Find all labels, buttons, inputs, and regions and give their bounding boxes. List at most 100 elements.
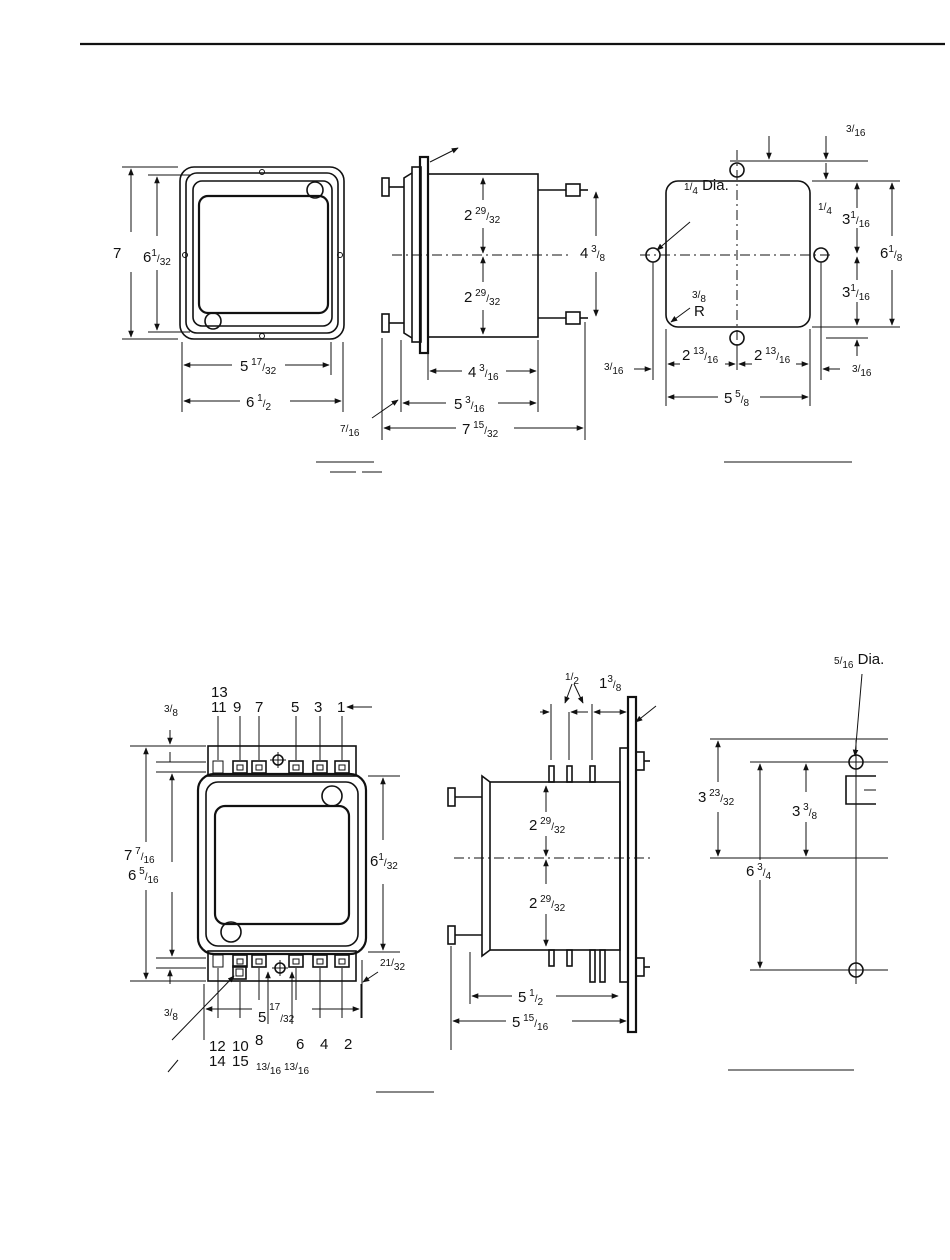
meter-window — [197, 194, 330, 315]
dim-label: 5 3/16 — [454, 395, 485, 415]
dim-label: 2 29/32 — [464, 288, 501, 308]
terminal-number: 13 — [211, 684, 228, 701]
dim-label: 5/16 Dia. — [834, 651, 884, 671]
adjust-knob — [447, 925, 456, 945]
dim-label: 1/4 — [818, 202, 832, 217]
dim-label: 3/16 — [846, 124, 866, 139]
lower-front-view: 13 11 9 7 5 3 1 12 10 8 6 4 — [124, 684, 434, 1093]
dim-label: 1/2 — [565, 672, 579, 687]
dim-label: 3/8 — [692, 290, 706, 305]
terminal-board — [619, 747, 629, 983]
terminal-number: 15 — [232, 1053, 249, 1070]
terminal-pin — [566, 949, 573, 967]
terminal-pin — [566, 765, 573, 783]
dim-label: 61/32 — [370, 852, 398, 872]
terminal-number: 11 — [211, 699, 227, 716]
dim-label: 2 13/16 — [754, 346, 791, 366]
terminal-pin — [599, 949, 606, 983]
terminal-number: 12 — [209, 1038, 226, 1055]
terminal-row-top — [212, 716, 350, 774]
dim-label: 7 15/32 — [462, 420, 499, 440]
terminal-stud — [565, 311, 581, 325]
dim-label: 1/4 Dia. — [684, 177, 729, 197]
terminal-number: 14 — [209, 1053, 226, 1070]
dim-label: 5 1/2 — [518, 988, 543, 1008]
dim-label: 2 29/32 — [529, 894, 566, 914]
dim-label: 5 15/16 — [512, 1013, 549, 1033]
terminal-number: 1 — [337, 699, 345, 716]
dim-label: 5 17/32 — [240, 357, 277, 377]
dim-label: 3/8 — [164, 704, 178, 719]
terminal-pin — [589, 765, 596, 783]
upper-cutout-view: 3/16 1/4 Dia. 1/4 31/16 31/16 61/8 3/8 R… — [604, 124, 903, 463]
upper-front-view: 7 61/32 5 17/32 6 1/2 — [113, 166, 382, 473]
terminal-strip-bottom — [207, 950, 357, 982]
dim-label: 21/32 — [380, 958, 405, 973]
glass-front — [481, 774, 491, 958]
dim-label: 3/16 — [852, 364, 872, 379]
mounting-screw-icon — [204, 312, 222, 330]
stud-icon — [259, 169, 265, 175]
terminal-number: 4 — [320, 1036, 328, 1053]
dim-label: 13/8 — [599, 674, 622, 694]
meter-bezel-inner — [205, 781, 359, 947]
terminal-number: 3 — [314, 699, 322, 716]
dim-label: 3/16 — [604, 362, 624, 377]
dim-label: 4 3/8 — [580, 244, 605, 264]
terminal-pin — [548, 765, 555, 783]
dim-label: 31/16 — [842, 210, 870, 230]
mounting-screw-icon — [220, 921, 242, 943]
dim-label: 5 17/32 — [258, 1002, 295, 1026]
adjust-knob — [447, 787, 456, 807]
dim-label: R — [694, 303, 705, 320]
terminal-stud — [565, 183, 581, 197]
stud-icon — [182, 252, 188, 258]
adjust-knob — [381, 177, 390, 197]
dim-label: 61/32 — [143, 248, 171, 268]
terminal-number: 10 — [232, 1038, 249, 1055]
dim-label: 3/8 — [164, 1008, 178, 1023]
terminal-number: 7 — [255, 699, 263, 716]
terminal-number: 5 — [291, 699, 299, 716]
dim-label: 13/16 — [284, 1062, 309, 1077]
bracket-outline — [845, 775, 876, 805]
dim-label: 3 3/8 — [792, 802, 817, 822]
dim-label: 6 1/2 — [246, 393, 271, 413]
mounting-screw-icon — [306, 181, 324, 199]
terminal-pin — [548, 949, 555, 967]
terminal-strip-top — [207, 745, 357, 777]
dim-label: 7/16 — [340, 424, 360, 439]
panel-cutout — [665, 180, 811, 328]
stud-icon — [259, 333, 265, 339]
mounting-panel — [626, 695, 638, 1034]
terminal-pin — [589, 949, 596, 983]
terminal-number: 2 — [344, 1036, 352, 1053]
dim-label: 6 5/16 — [128, 866, 159, 886]
dim-label: 6 3/4 — [746, 862, 771, 882]
mounting-hole-icon — [848, 754, 864, 770]
leader-line — [635, 705, 657, 723]
lower-side-view: 1/2 13/8 2 29/32 2 29/32 5 1/2 5 15/16 — [447, 672, 657, 1050]
dim-label: 7 — [113, 245, 121, 262]
dim-label: 2 29/32 — [529, 816, 566, 836]
terminal-number: 6 — [296, 1036, 304, 1053]
upper-side-view: 2 29/32 2 29/32 4 3/8 4 3/16 5 3/16 7/16… — [340, 147, 605, 440]
meter-case — [192, 180, 333, 327]
terminal-number: 9 — [233, 699, 241, 716]
adjust-knob — [381, 313, 390, 333]
mounting-stud — [635, 957, 645, 977]
terminal-number: 8 — [255, 1032, 263, 1049]
glass-front — [403, 172, 413, 339]
dim-label: 61/8 — [880, 244, 903, 264]
stud-icon — [337, 252, 343, 258]
dim-label: 13/16 — [256, 1062, 281, 1077]
dim-label: 2 29/32 — [464, 206, 501, 226]
leader-line — [429, 147, 459, 163]
meter-body — [489, 781, 621, 951]
terminal-row-bottom — [212, 954, 363, 1018]
meter-window — [213, 804, 351, 926]
dim-label: 5 5/8 — [724, 389, 749, 409]
dim-label: 2 13/16 — [682, 346, 719, 366]
lower-mounting-view: 5/16 Dia. 3 23/32 3 3/8 6 3/4 — [698, 651, 888, 1071]
